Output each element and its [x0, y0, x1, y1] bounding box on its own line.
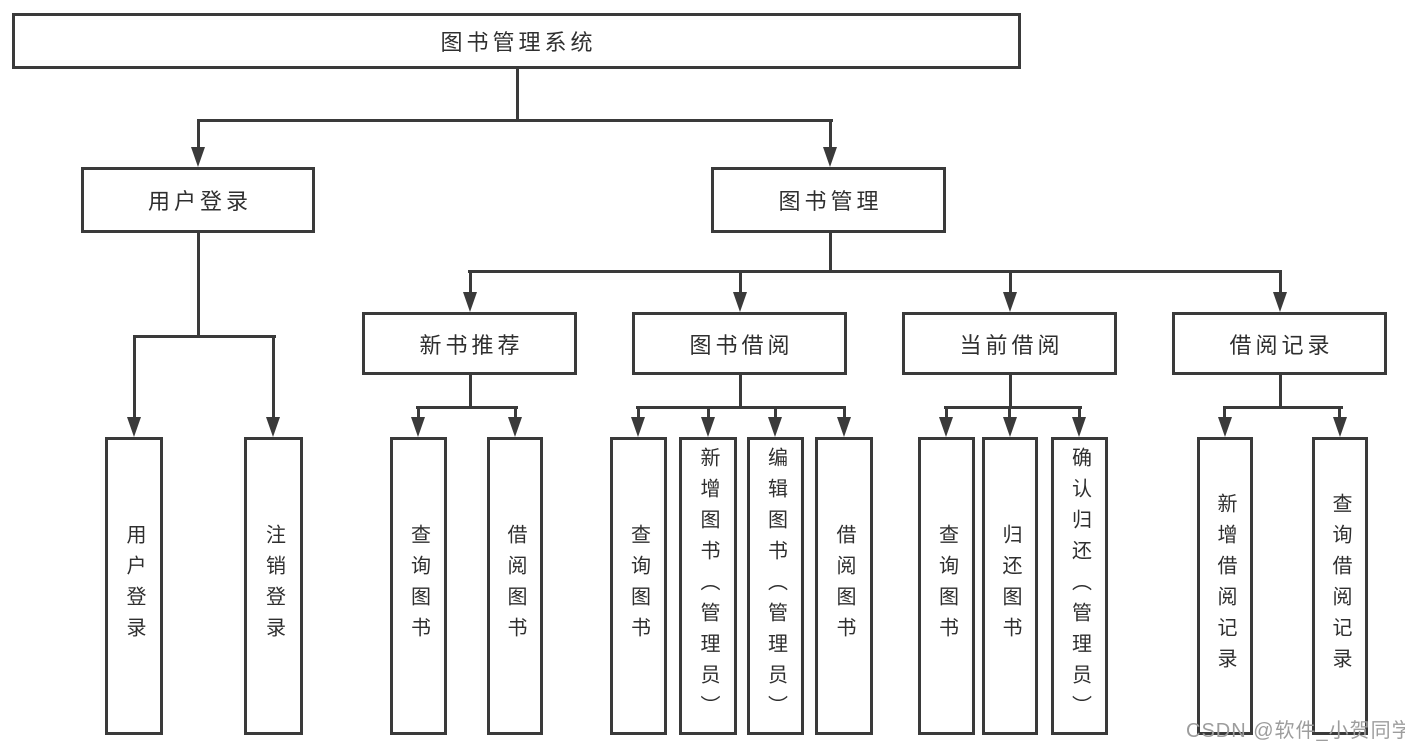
connector-line — [197, 119, 833, 122]
leaf-current-query-book-label: 查询图书 — [935, 524, 958, 648]
arrow-down-icon — [701, 417, 715, 437]
node-borrow-records: 借阅记录 — [1172, 312, 1387, 375]
connector-line — [514, 406, 517, 424]
arrow-down-icon — [823, 147, 837, 167]
leaf-add-book-admin-label: 新增图书（管理员） — [697, 446, 719, 726]
arrow-down-icon — [1003, 292, 1017, 312]
node-new-book-recommend: 新书推荐 — [362, 312, 577, 375]
leaf-add-borrow-record-label: 新增借阅记录 — [1214, 493, 1236, 679]
connector-line — [1338, 406, 1341, 424]
leaf-recommend-borrow-book: 借阅图书 — [487, 437, 543, 735]
connector-line — [707, 406, 710, 424]
arrow-down-icon — [1273, 292, 1287, 312]
leaf-borrow-query-book-label: 查询图书 — [627, 524, 650, 648]
leaf-recommend-query-book: 查询图书 — [390, 437, 447, 735]
node-book-management-label: 图书管理 — [778, 189, 883, 214]
connector-line — [416, 406, 518, 409]
leaf-return-book-label: 归还图书 — [999, 524, 1021, 648]
arrow-down-icon — [631, 417, 645, 437]
connector-line — [774, 406, 777, 424]
leaf-recommend-query-book-label: 查询图书 — [407, 524, 430, 648]
arrow-down-icon — [508, 417, 522, 437]
arrow-down-icon — [191, 147, 205, 167]
leaf-current-query-book: 查询图书 — [918, 437, 975, 735]
node-book-borrow: 图书借阅 — [632, 312, 847, 375]
connector-line — [417, 406, 420, 424]
arrow-down-icon — [463, 292, 477, 312]
node-library-system-label: 图书管理系统 — [440, 30, 597, 55]
arrow-down-icon — [768, 417, 782, 437]
arrow-down-icon — [733, 292, 747, 312]
connector-line — [468, 270, 1282, 273]
connector-line — [516, 68, 519, 121]
arrow-down-icon — [837, 417, 851, 437]
connector-line — [133, 335, 276, 338]
connector-line — [1008, 406, 1011, 424]
connector-line — [829, 119, 832, 151]
arrow-down-icon — [939, 417, 953, 437]
arrow-down-icon — [1072, 417, 1086, 437]
connector-line — [843, 406, 846, 424]
connector-line — [197, 232, 200, 338]
leaf-confirm-return-admin: 确认归还（管理员） — [1051, 437, 1108, 735]
arrow-down-icon — [266, 417, 280, 437]
leaf-edit-book-admin: 编辑图书（管理员） — [747, 437, 804, 735]
leaf-user-login: 用户登录 — [105, 437, 163, 735]
leaf-add-borrow-record: 新增借阅记录 — [1197, 437, 1253, 735]
node-user-login: 用户登录 — [81, 167, 315, 233]
node-current-borrow-label: 当前借阅 — [959, 332, 1064, 358]
node-user-login-label: 用户登录 — [147, 189, 252, 214]
connector-line — [1223, 406, 1226, 424]
node-library-system: 图书管理系统 — [12, 13, 1021, 69]
leaf-recommend-borrow-book-label: 借阅图书 — [504, 524, 526, 648]
arrow-down-icon — [127, 417, 141, 437]
csdn-watermark: CSDN @软件_小贺同学 — [1186, 720, 1405, 742]
leaf-logout-label: 注销登录 — [262, 524, 285, 648]
connector-line — [829, 232, 832, 273]
leaf-query-borrow-record-label: 查询借阅记录 — [1329, 493, 1351, 679]
node-book-management: 图书管理 — [711, 167, 946, 233]
leaf-add-book-admin: 新增图书（管理员） — [679, 437, 737, 735]
arrow-down-icon — [1333, 417, 1347, 437]
connector-line — [1223, 406, 1343, 409]
connector-line — [739, 270, 742, 296]
connector-line — [469, 375, 472, 409]
connector-line — [1279, 270, 1282, 296]
leaf-borrow-query-book: 查询图书 — [610, 437, 667, 735]
connector-line — [469, 270, 472, 296]
connector-line — [272, 335, 275, 419]
node-new-book-recommend-label: 新书推荐 — [419, 332, 524, 358]
connector-line — [944, 406, 1082, 409]
arrow-down-icon — [1218, 417, 1232, 437]
connector-line — [133, 335, 136, 419]
node-book-borrow-label: 图书借阅 — [689, 332, 794, 358]
leaf-return-book: 归还图书 — [982, 437, 1038, 735]
leaf-borrow-book: 借阅图书 — [815, 437, 873, 735]
connector-line — [636, 406, 846, 409]
leaf-query-borrow-record: 查询借阅记录 — [1312, 437, 1368, 735]
connector-line — [1279, 375, 1282, 409]
connector-line — [1009, 375, 1012, 409]
connector-line — [945, 406, 948, 424]
leaf-borrow-book-label: 借阅图书 — [833, 524, 855, 648]
leaf-logout: 注销登录 — [244, 437, 303, 735]
connector-line — [197, 119, 200, 151]
connector-line — [1078, 406, 1081, 424]
connector-line — [1009, 270, 1012, 296]
connector-line — [739, 375, 742, 409]
arrow-down-icon — [411, 417, 425, 437]
connector-line — [637, 406, 640, 424]
node-borrow-records-label: 借阅记录 — [1229, 332, 1334, 358]
leaf-edit-book-admin-label: 编辑图书（管理员） — [764, 446, 787, 726]
leaf-user-login-label: 用户登录 — [123, 524, 145, 648]
leaf-confirm-return-admin-label: 确认归还（管理员） — [1068, 446, 1091, 726]
arrow-down-icon — [1003, 417, 1017, 437]
node-current-borrow: 当前借阅 — [902, 312, 1117, 375]
